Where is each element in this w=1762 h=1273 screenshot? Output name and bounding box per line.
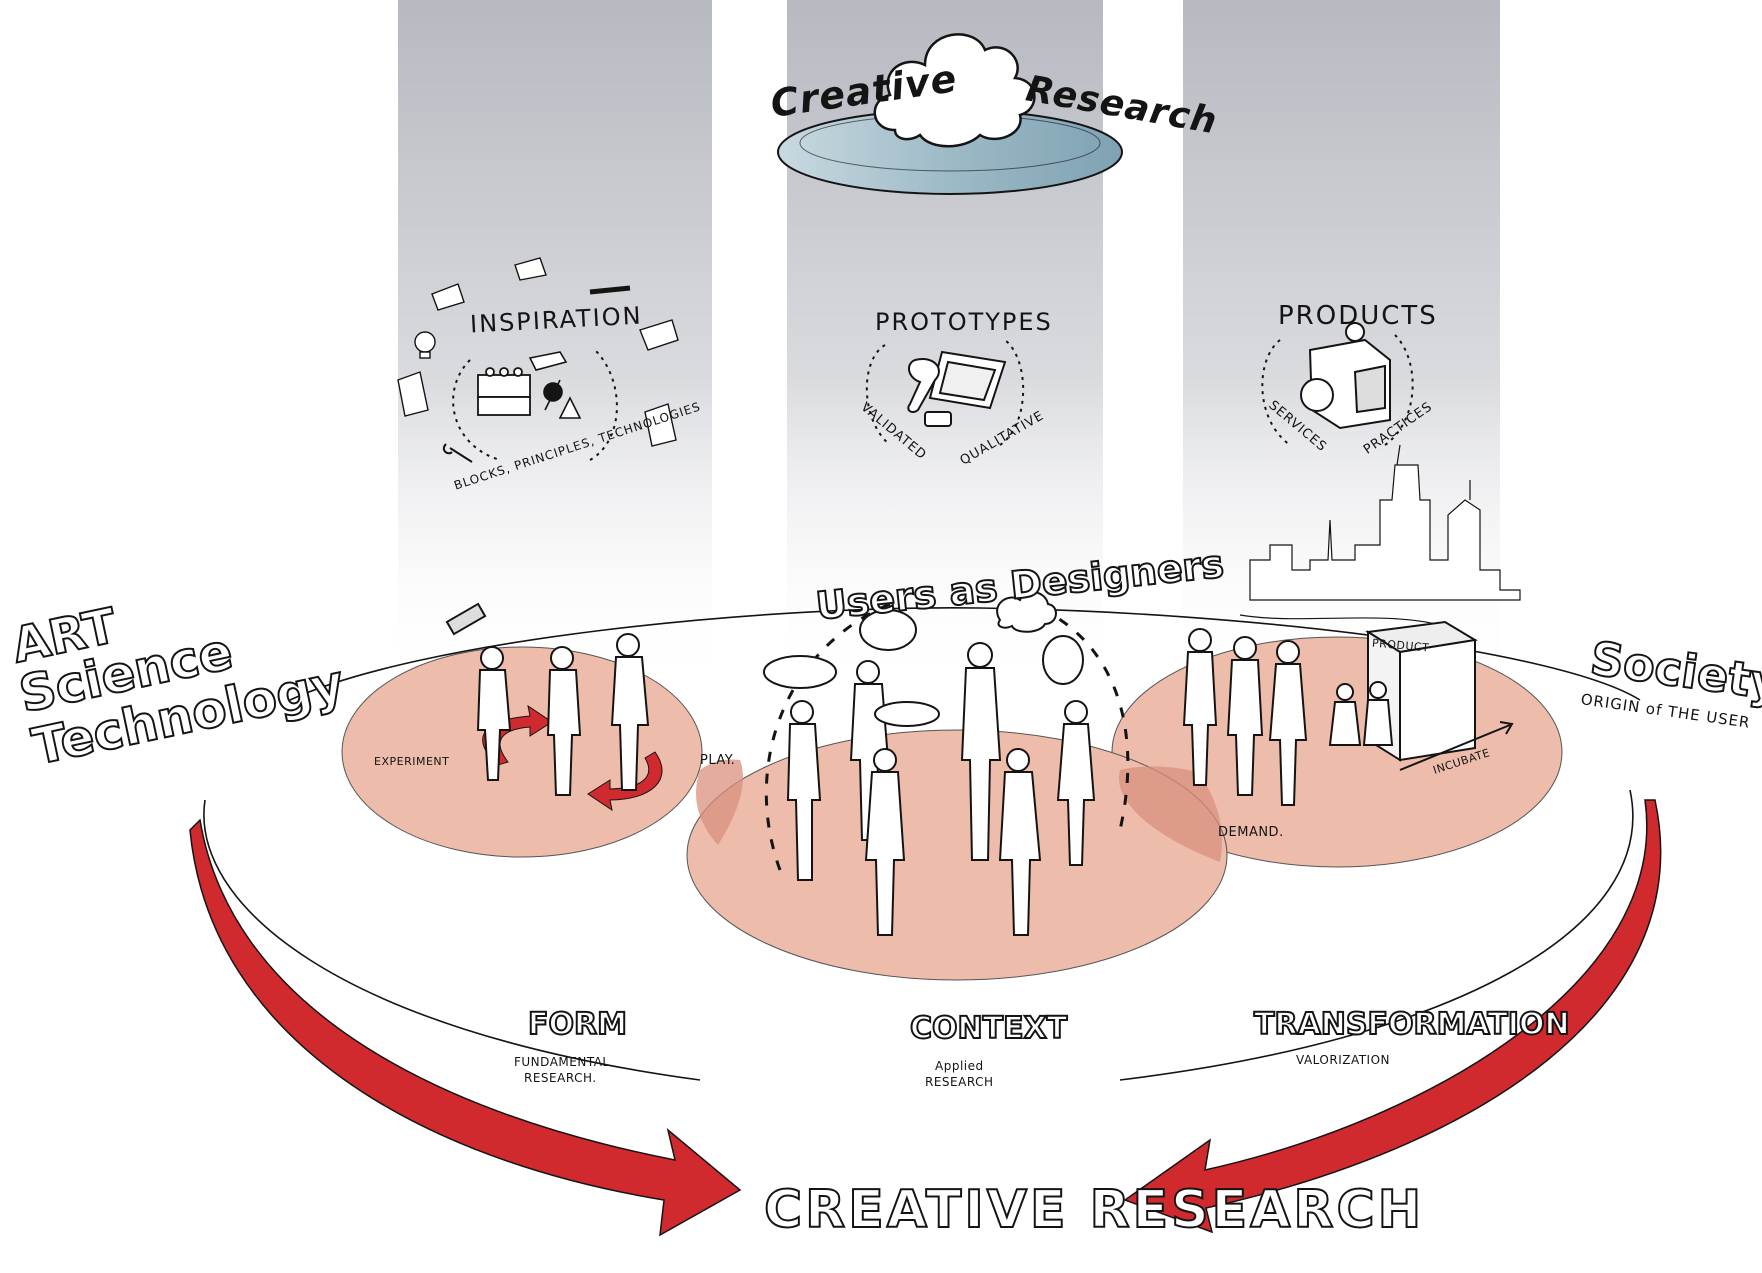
form-line1: FUNDAMENTAL (514, 1055, 610, 1069)
red-arrow-left (189, 818, 742, 1237)
users-dashed-arc (764, 598, 1130, 871)
incubate-arrow (1399, 721, 1514, 771)
context-line1: Applied (935, 1059, 984, 1073)
demand-label: DEMAND. (1218, 825, 1284, 840)
wrench-icon (442, 443, 473, 463)
speech-bubble-4 (1042, 635, 1084, 685)
speech-bubble-1 (763, 655, 837, 689)
thought-cloud (996, 591, 1057, 633)
circle-form (341, 646, 703, 858)
creative-research-bottom-label: CREATIVE RESEARCH (763, 1180, 1425, 1240)
overlap-left (696, 759, 744, 845)
paper-sheets-icon (397, 257, 679, 447)
product-device-icon (1300, 322, 1391, 430)
person-context-6 (1056, 700, 1096, 866)
speech-bubble-3 (874, 701, 940, 727)
products-title: PRODUCTS (1278, 301, 1438, 331)
experiment-label: EXPERIMENT (374, 755, 450, 768)
outer-ellipse-bottom (203, 789, 1634, 1081)
person-transformation-2 (1226, 636, 1264, 796)
transformation-line1: VALORIZATION (1296, 1053, 1391, 1067)
speech-bubble-2 (859, 609, 917, 651)
person-transformation-3 (1268, 640, 1308, 806)
lego-blocks-icon (477, 367, 531, 416)
transformation-title: TRANSFORMATION (1253, 1007, 1571, 1042)
speech-bubbles (763, 591, 1084, 727)
pendulum-icon (543, 379, 582, 419)
context-line2: RESEARCH (925, 1075, 994, 1089)
person-context-2 (849, 660, 890, 841)
person-standing-3 (610, 633, 650, 791)
prototypes-dashed-circle (865, 339, 1025, 446)
mouse-device-icon (924, 411, 952, 427)
person-context-5 (998, 748, 1042, 936)
form-line2: RESEARCH. (524, 1071, 597, 1085)
prototypes-title: PROTOTYPES (875, 308, 1053, 336)
person-context-1 (786, 700, 822, 881)
red-swirl-arrow-2 (587, 751, 663, 812)
pen-icon (589, 285, 631, 295)
people-figures (445, 602, 1394, 936)
lightbulb-icon (414, 331, 436, 359)
person-photographer (445, 602, 512, 781)
red-arrow-right (1123, 799, 1662, 1234)
book-icon (528, 351, 568, 371)
outer-ellipse (289, 607, 1641, 701)
person-transformation-1 (1182, 628, 1218, 786)
people-pushing-box (1328, 681, 1394, 746)
person-standing-2 (546, 646, 582, 796)
person-context-3 (960, 642, 1002, 861)
city-skyline (1239, 444, 1521, 626)
cloud-icon (873, 33, 1036, 148)
form-title: FORM (527, 1007, 628, 1042)
play-label: PLAY. (700, 753, 736, 768)
overlap-right (1118, 766, 1222, 862)
controller-icon (907, 358, 940, 414)
context-title: CONTEXT (909, 1011, 1068, 1046)
person-context-4 (864, 748, 906, 936)
products-dashed-circle (1261, 334, 1414, 446)
screen-device-icon (928, 350, 1007, 410)
